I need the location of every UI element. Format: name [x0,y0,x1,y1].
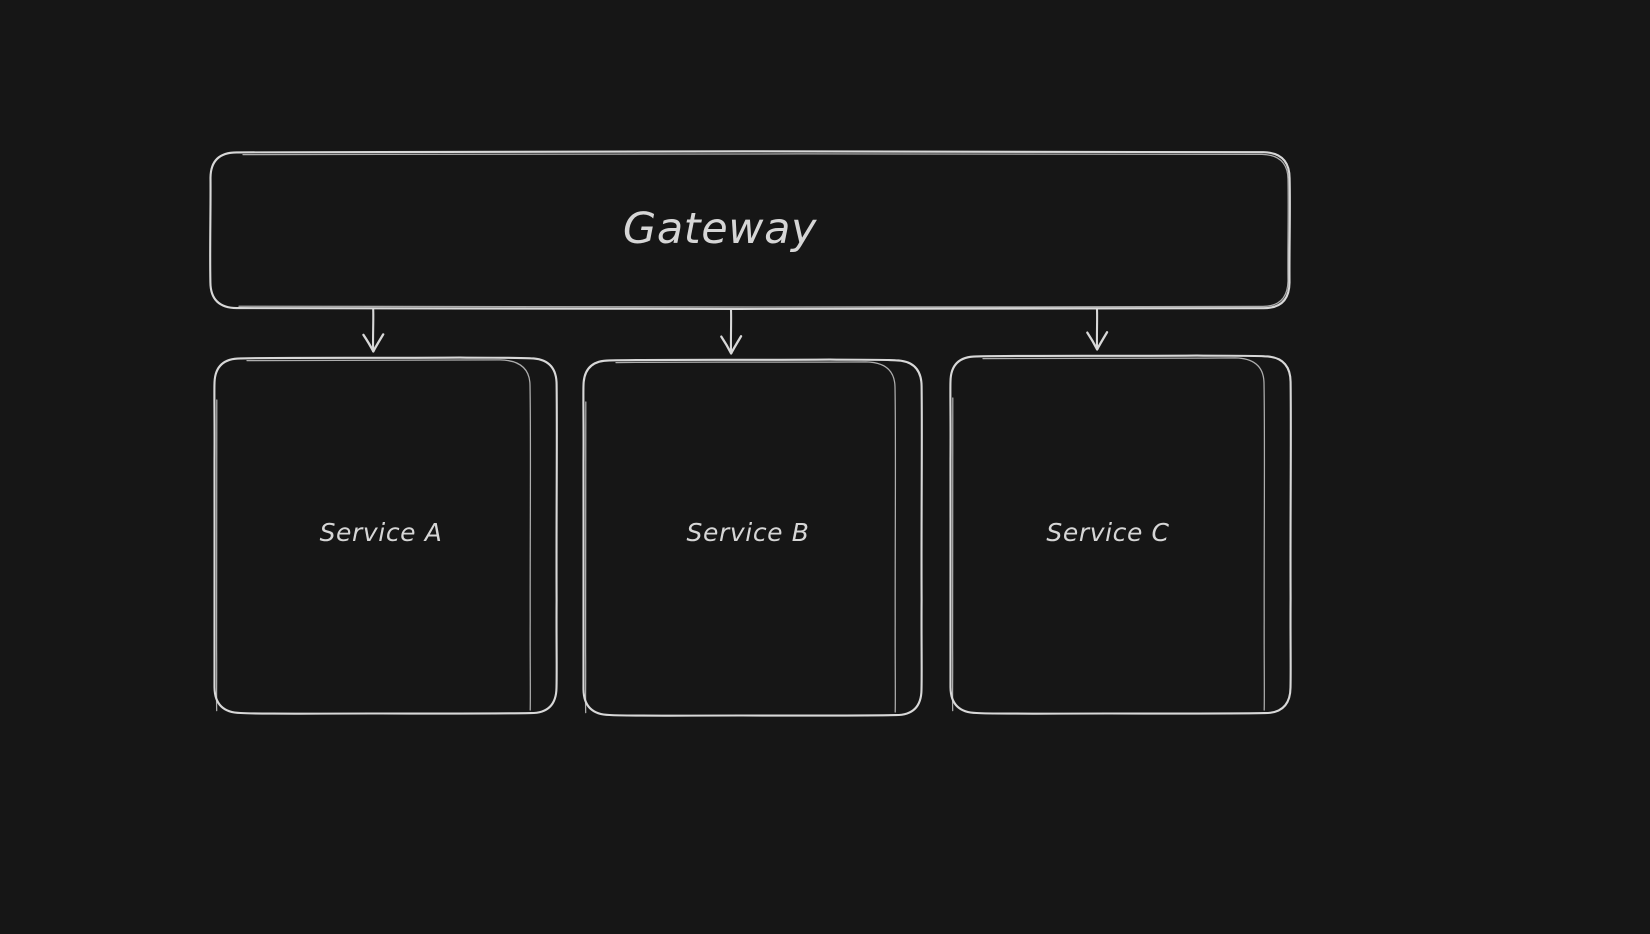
connector-a-arrowhead-right [372,333,385,353]
node-service-c[interactable]: Service C [949,354,1292,715]
node-service-c-label: Service C [1046,518,1169,547]
node-service-a-label: Service A [320,518,443,547]
node-service-b-fill [583,359,922,716]
connector-b-arrowhead-left [720,335,733,355]
node-gateway[interactable]: Gateway [209,150,1291,310]
connector-gateway-to-service-a[interactable] [362,308,385,353]
node-service-a-outline [213,356,558,715]
node-gateway-label: Gateway [623,204,817,254]
node-service-a-fill [214,357,557,714]
node-service-b-label: Service B [687,518,810,547]
node-service-c-outline-sketch [951,357,1266,712]
node-service-b-outline [582,358,923,717]
node-gateway-outline [209,150,1291,310]
connector-c-arrowhead-left [1086,331,1099,351]
node-gateway-fill [210,151,1290,309]
connector-a-arrowhead-left [362,333,375,353]
connector-b-arrowhead-right [729,335,743,355]
node-service-b-outline-sketch [584,361,897,714]
node-service-c-fill [950,355,1291,714]
node-service-b[interactable]: Service B [582,358,923,717]
node-service-c-outline [949,354,1292,715]
node-service-a[interactable]: Service A [213,356,558,715]
node-service-a-outline-sketch [215,359,532,712]
connector-gateway-to-service-b[interactable] [720,308,743,355]
connector-c-arrowhead-right [1095,331,1109,351]
connector-gateway-to-service-c[interactable] [1086,308,1109,351]
node-gateway-outline-sketch [238,153,1289,308]
